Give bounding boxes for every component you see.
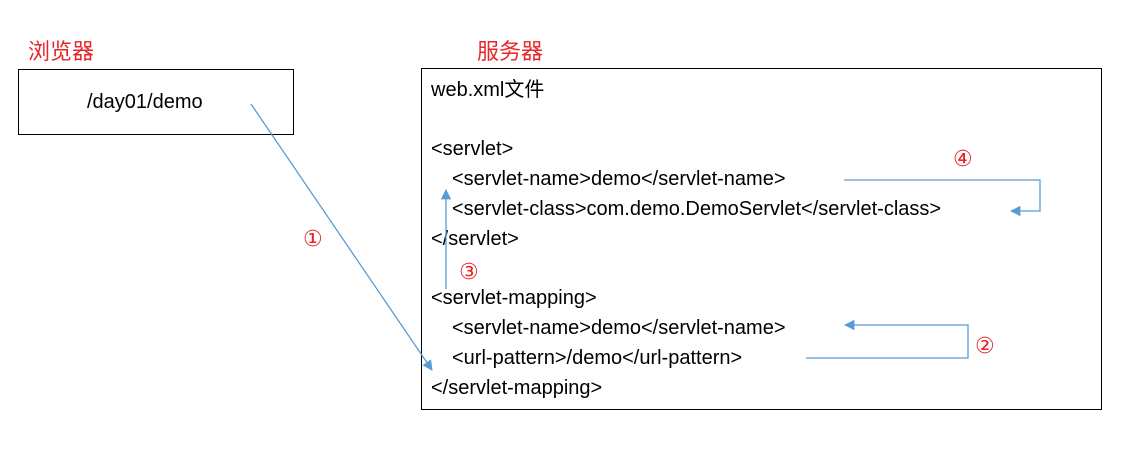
servlet-close-tag: </servlet> [431,228,519,250]
step-1-label: ① [303,226,323,251]
step-4-label: ④ [953,146,973,171]
arrow-step-4 [844,179,1041,217]
arrow-step-1 [250,103,433,371]
server-box [421,68,1102,410]
servlet-open-tag: <servlet> [431,138,514,160]
browser-title: 浏览器 [28,39,95,64]
servlet-class-line: <servlet-class>com.demo.DemoServlet</ser… [452,198,942,220]
step-3-label: ③ [459,259,479,284]
mapping-open-tag: <servlet-mapping> [431,287,597,309]
file-label: web.xml文件 [431,79,545,101]
step-2-label: ② [975,333,995,358]
browser-url: /day01/demo [87,91,203,113]
server-title: 服务器 [477,39,544,64]
servlet-name-line: <servlet-name>demo</servlet-name> [452,168,786,190]
browser-box: /day01/demo [18,69,294,135]
arrow-step-2 [806,319,969,359]
mapping-name-line: <servlet-name>demo</servlet-name> [452,317,786,339]
url-pattern-line: <url-pattern>/demo</url-pattern> [452,347,743,369]
mapping-close-tag: </servlet-mapping> [431,377,603,399]
